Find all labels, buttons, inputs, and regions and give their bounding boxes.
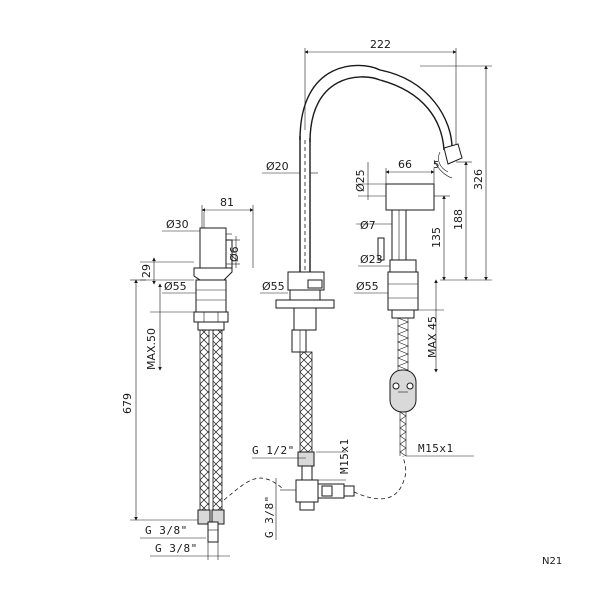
dim-right-base-dia: Ø55	[356, 280, 379, 293]
dim-right-collar-dia: Ø23	[360, 253, 383, 266]
dim-right-lever-dia: Ø7	[360, 219, 376, 232]
right-collar	[389, 259, 417, 273]
dim-left-head-dia: Ø30	[166, 218, 189, 231]
left-fitting-a	[197, 509, 211, 525]
dim-right-head-dia: Ø25	[354, 169, 367, 192]
left-hose-a	[199, 329, 210, 511]
right-lever	[377, 237, 385, 261]
left-cap	[193, 267, 233, 281]
right-pullout-assembly	[377, 183, 435, 457]
dim-left-max: MAX.50	[145, 328, 158, 370]
thread-center-m: M15x1	[338, 438, 351, 474]
right-spring-hose	[397, 317, 409, 371]
left-nut	[193, 311, 229, 323]
dim-left-base-dia: Ø55	[164, 280, 187, 293]
dim-right-max: MAX 45	[426, 316, 439, 358]
right-base	[387, 271, 419, 311]
thread-center-top: G 1/2"	[252, 444, 295, 457]
thread-right-m: M15x1	[418, 442, 454, 455]
spout-dimensions: 222 326 188	[304, 38, 492, 281]
center-valve-bottom	[299, 501, 315, 511]
spout-arc: 5	[299, 64, 463, 179]
right-dimensions: 66 Ø25 Ø7 135 Ø23 Ø55 MAX 45 M15x1	[354, 158, 474, 457]
center-valve-body	[295, 479, 319, 503]
thread-center-side: G 3/8"	[263, 495, 276, 538]
center-hose	[299, 351, 313, 453]
dim-left-lever-dia: Ø6	[228, 246, 241, 262]
left-dimensions: 81 Ø30 Ø6 29 Ø55 MAX.50 679 G 3/8" G 3/8…	[121, 196, 254, 560]
center-dimensions: Ø20 Ø55 G 1/2" M15x1 G 3/8"	[252, 160, 351, 540]
connection-hoses	[223, 455, 407, 501]
left-valve-assembly	[193, 212, 233, 543]
right-weight	[389, 369, 417, 413]
dim-left-width: 81	[220, 196, 234, 209]
right-head	[385, 183, 435, 211]
dim-left-height: 29	[140, 264, 153, 278]
drawing-code: N21	[542, 556, 562, 567]
dim-spout-height: 326	[472, 169, 485, 190]
dim-spout-body-height: 188	[452, 209, 465, 230]
spout-nozzle	[443, 143, 463, 165]
center-spout-base-assembly	[275, 136, 355, 511]
left-base	[195, 279, 227, 313]
center-nut	[297, 451, 315, 467]
dim-right-lower-height: 135	[430, 227, 443, 248]
dim-center-base-dia: Ø55	[262, 280, 285, 293]
center-valve-port	[321, 485, 333, 497]
thread-left-upper: G 3/8"	[145, 524, 188, 537]
spout-spray-mark: 5	[433, 160, 439, 171]
left-hose-b	[212, 329, 223, 511]
center-valve-top	[301, 465, 313, 481]
center-flange	[275, 299, 335, 309]
dim-spout-width: 222	[370, 38, 391, 51]
thread-left-lower: G 3/8"	[155, 542, 198, 555]
dim-pipe-dia: Ø20	[266, 160, 289, 173]
left-lever-body	[199, 227, 227, 269]
dim-right-head-width: 66	[398, 158, 412, 171]
dim-total-height: 679	[121, 393, 134, 414]
